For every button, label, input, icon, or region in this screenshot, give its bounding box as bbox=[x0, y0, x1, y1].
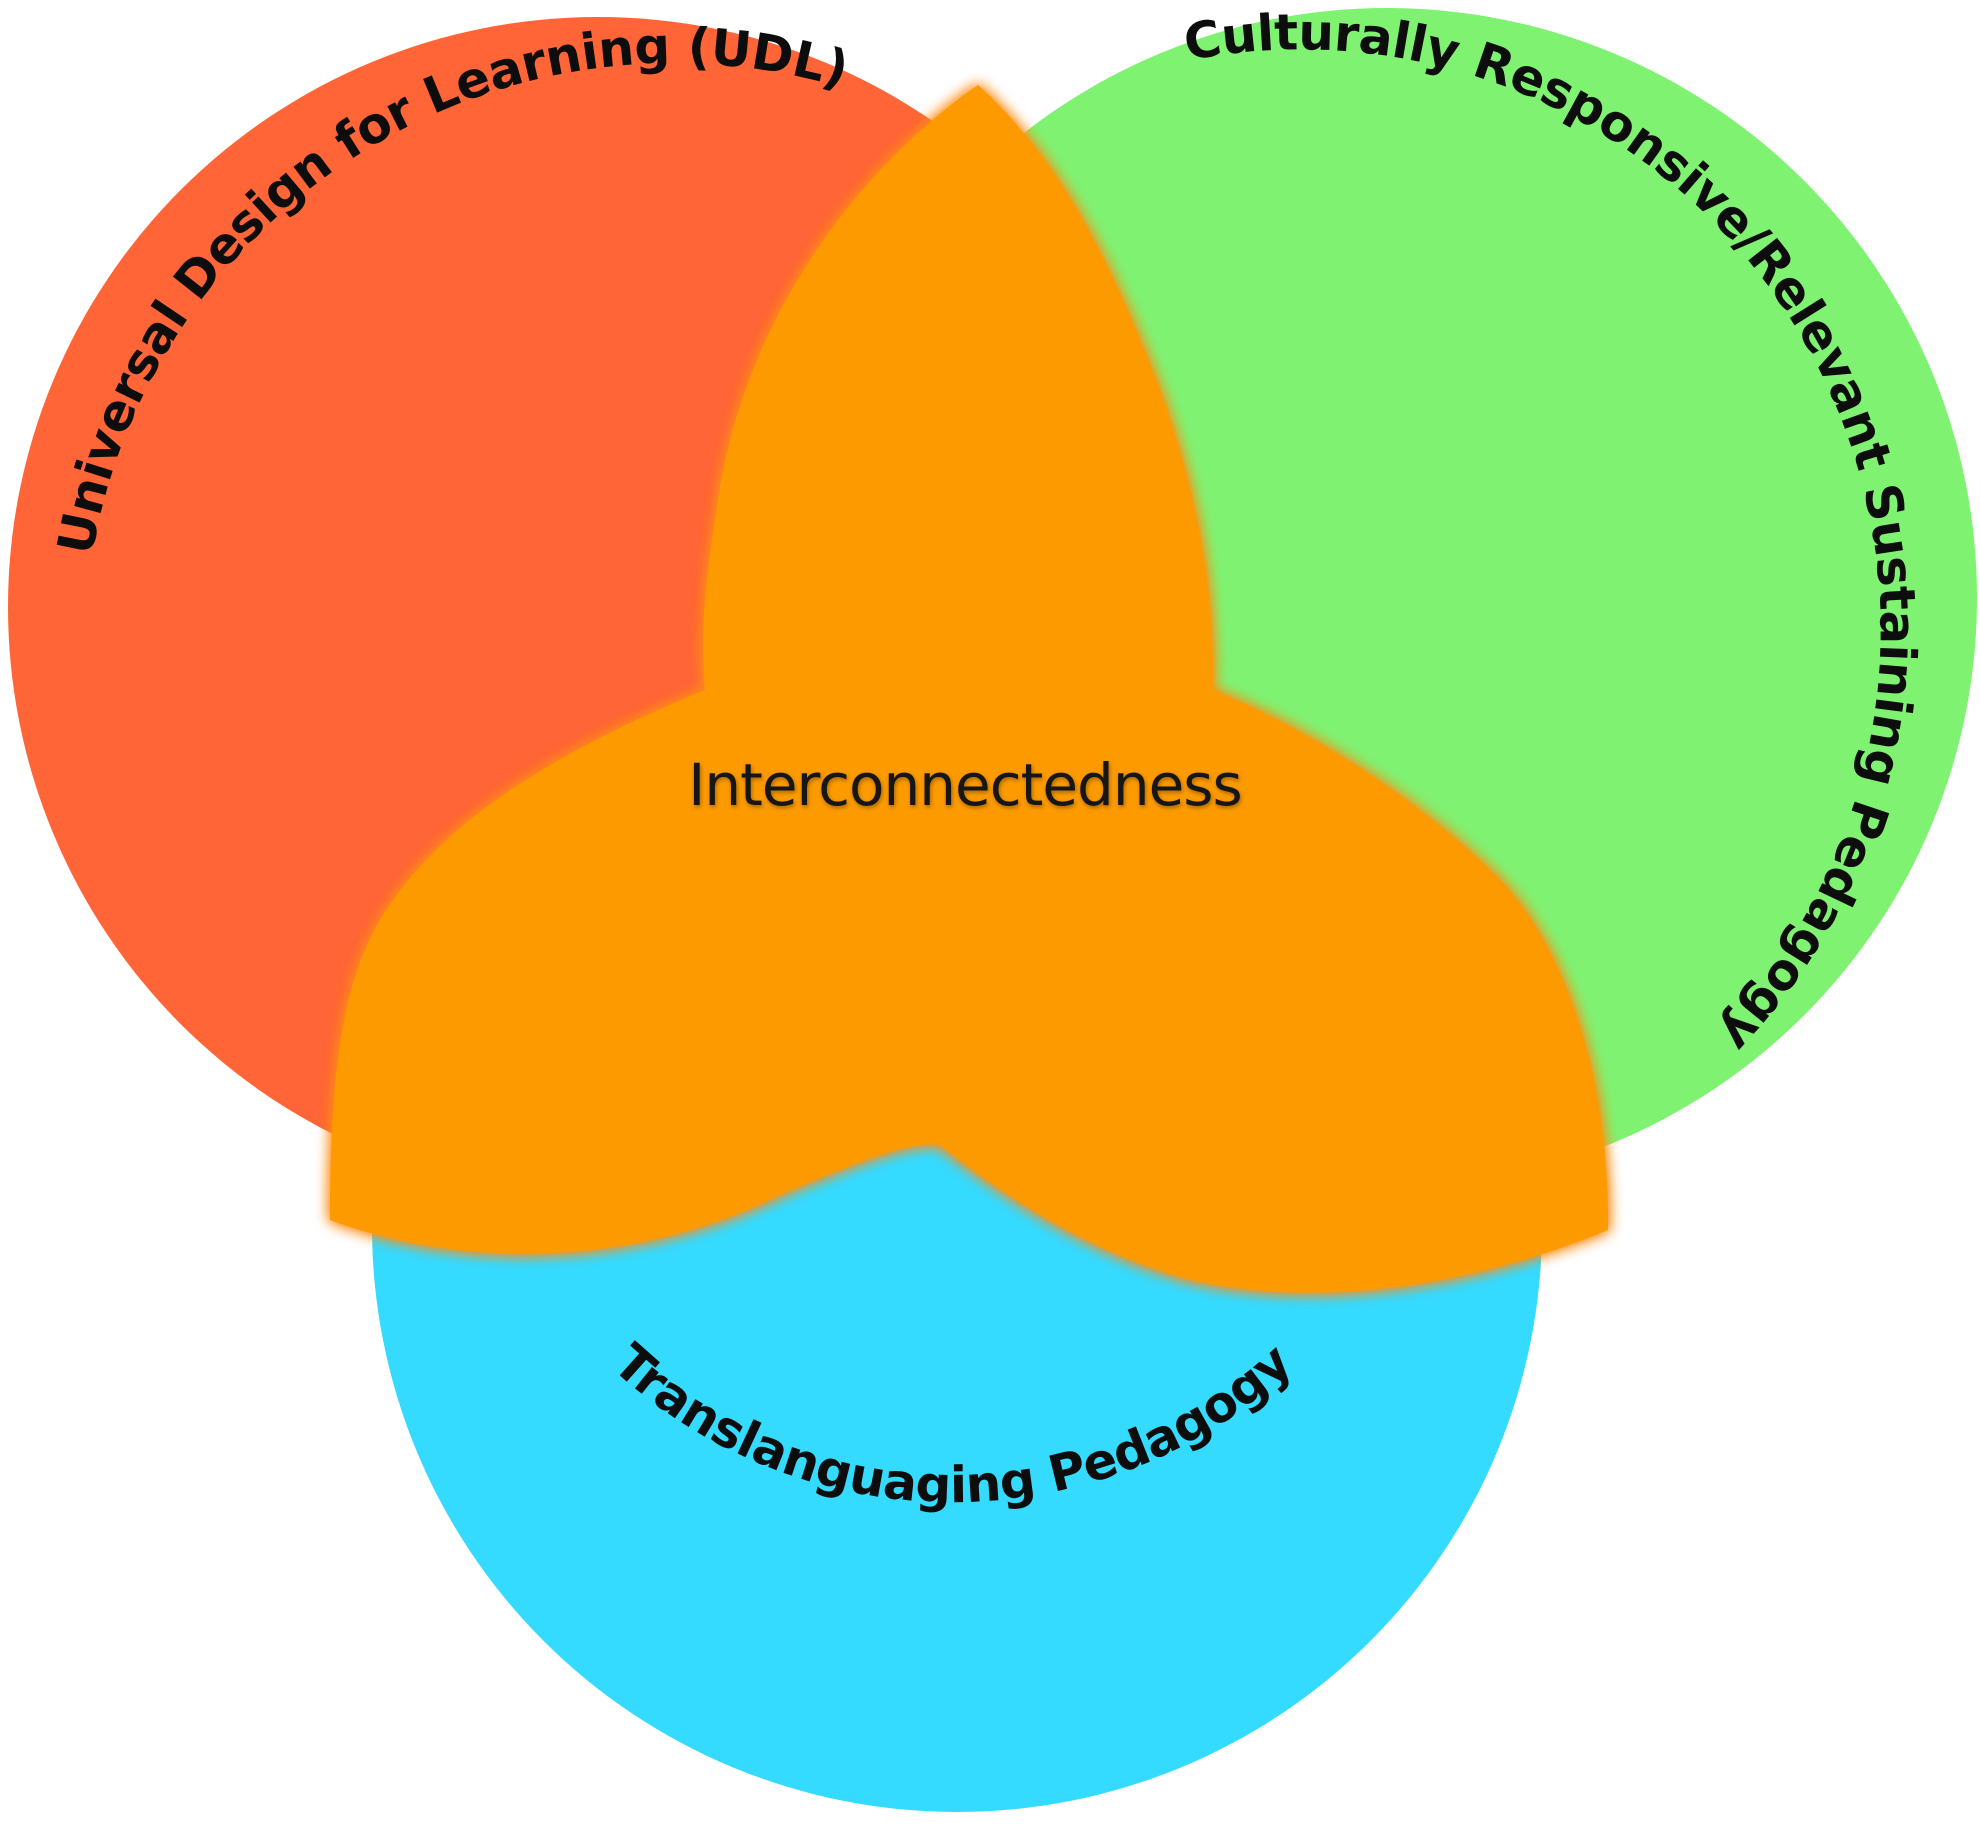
interconnectedness-label: Interconnectedness bbox=[688, 751, 1241, 819]
interconnectedness-region bbox=[330, 85, 1609, 1293]
